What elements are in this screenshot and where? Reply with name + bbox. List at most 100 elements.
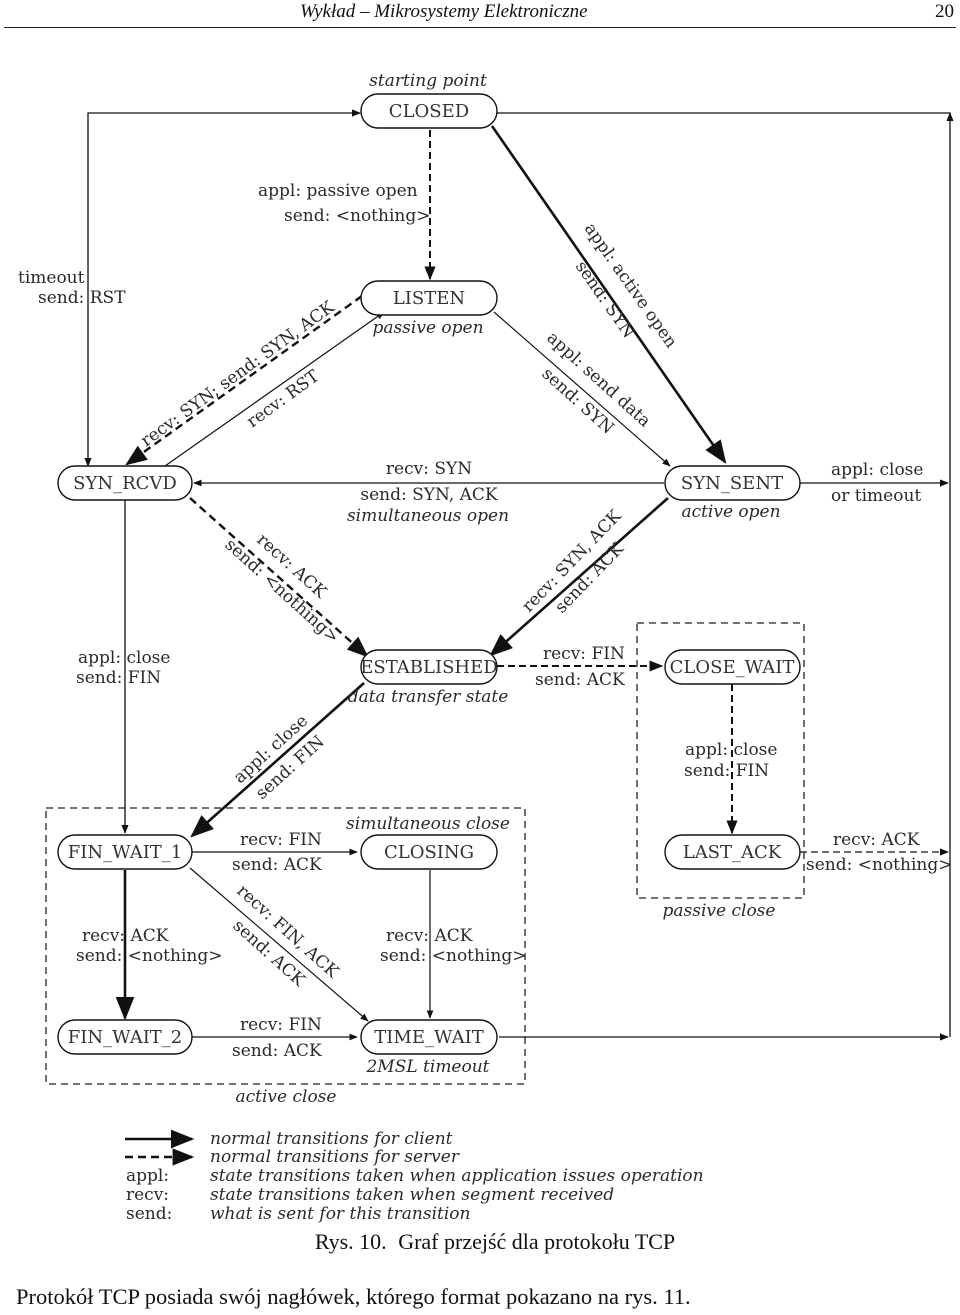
svg-text:send: <nothing>: send: <nothing> (380, 946, 526, 966)
svg-text:send: FIN: send: FIN (684, 761, 769, 781)
passive-close-region (636, 622, 805, 899)
legend-recv-key: recv: (126, 1185, 169, 1205)
legend-client-text: normal transitions for client (210, 1129, 453, 1149)
state-time-wait: TIME_WAIT (360, 1019, 498, 1055)
label-close-timeout: appl: close or timeout (831, 460, 923, 506)
state-close-wait: CLOSE_WAIT (664, 649, 801, 685)
state-listen: LISTEN (360, 280, 498, 316)
caption-text: Graf przejść dla protokołu TCP (398, 1229, 676, 1254)
svg-text:send: SYN, ACK: send: SYN, ACK (360, 485, 497, 505)
finwait1-timewait-arrow (189, 867, 369, 1022)
state-last-ack: LAST_ACK (664, 834, 801, 870)
svg-text:or timeout: or timeout (831, 486, 921, 506)
svg-text:recv: ACK: recv: ACK (82, 926, 169, 946)
listen-synrcvd-arrow (125, 295, 363, 466)
svg-text:recv: FIN: recv: FIN (240, 830, 322, 850)
svg-text:appl: close: appl: close (685, 740, 777, 760)
label-synrcvd-finwait1: appl: close send: FIN (76, 648, 170, 688)
svg-text:send: ACK: send: ACK (232, 1041, 322, 1061)
header-rule (4, 27, 956, 28)
state-label: CLOSED (389, 101, 469, 122)
state-label: CLOSE_WAIT (670, 657, 795, 678)
synrcvd-listen-arrow (164, 311, 385, 467)
label-synrcvd-rst: recv: RST (243, 366, 323, 432)
note-active-open: active open (681, 502, 780, 522)
label-lastack-closed: recv: ACK send: <nothing> (806, 830, 952, 875)
svg-text:recv: FIN: recv: FIN (240, 1015, 322, 1035)
svg-text:appl: close: appl: close (831, 460, 923, 480)
label-closewait-lastack: appl: close send: FIN (684, 740, 777, 781)
established-finwait1-arrow (190, 682, 365, 838)
label-finwait1-finwait2: recv: ACK send: <nothing> (76, 926, 222, 966)
svg-text:send: RST: send: RST (38, 288, 126, 308)
label-closed-listen: appl: passive open send: <nothing> (258, 181, 430, 226)
synrcvd-established-arrow (189, 497, 369, 658)
label-simultaneous-open: recv: SYN send: SYN, ACK (360, 459, 497, 505)
legend-server-text: normal transitions for server (210, 1147, 460, 1167)
body-paragraph: Protokół TCP posiada swój nagłówek, któr… (16, 1284, 691, 1309)
figure-caption: Rys. 10. Graf przejść dla protokołu TCP (0, 1229, 960, 1255)
state-closed: CLOSED (360, 93, 498, 129)
outer-timeout-lines (84, 109, 954, 1037)
synsent-established-arrow (489, 497, 669, 657)
caption-label: Rys. 10. (314, 1229, 387, 1254)
svg-text:recv: SYN: recv: SYN (386, 459, 472, 479)
label-send-data: appl: send data send: SYN (538, 328, 655, 439)
listen-synsent-arrow (493, 311, 671, 467)
legend-send-key: send: (126, 1204, 172, 1224)
label-synsent-established: recv: SYN, ACK send: ACK (518, 506, 628, 617)
tcp-state-diagram: CLOSED LISTEN SYN_RCVD SYN_SENT ESTABLIS… (18, 71, 954, 1224)
state-label: LAST_ACK (683, 842, 782, 863)
legend-recv-desc: state transitions taken when segment rec… (210, 1185, 614, 1205)
page-header: Wykład – Mikrosystemy Elektroniczne 20 (0, 0, 960, 30)
svg-text:send: ACK: send: ACK (232, 855, 322, 875)
svg-text:recv: ACK: recv: ACK (386, 926, 473, 946)
note-simultaneous-open: simultaneous open (347, 506, 509, 526)
state-label: LISTEN (393, 288, 465, 309)
note-passive-open: passive open (372, 318, 483, 338)
state-fin-wait-2: FIN_WAIT_2 (57, 1019, 193, 1055)
page-number: 20 (935, 1, 954, 22)
closed-synsent-arrow (490, 125, 727, 464)
state-syn-rcvd: SYN_RCVD (57, 465, 193, 501)
svg-text:send: <nothing>: send: <nothing> (76, 946, 222, 966)
state-label: SYN_SENT (681, 473, 783, 494)
label-synrcvd-established: recv: ACK send: <nothing> (221, 530, 343, 648)
state-closing: CLOSING (360, 834, 498, 870)
state-label: FIN_WAIT_1 (68, 842, 183, 863)
svg-text:send: <nothing>: send: <nothing> (806, 855, 952, 875)
label-active-open: appl: active open send: SYN (571, 219, 681, 351)
svg-text:send: <nothing>: send: <nothing> (284, 206, 430, 226)
note-starting-point: starting point (369, 71, 487, 91)
state-fin-wait-1: FIN_WAIT_1 (57, 834, 193, 870)
label-closing-timewait: recv: ACK send: <nothing> (380, 926, 526, 966)
svg-text:appl: close: appl: close (78, 648, 170, 668)
legend-appl-desc: state transitions taken when application… (210, 1166, 704, 1186)
label-finwait1-timewait: recv: FIN, ACK send: ACK (229, 881, 343, 991)
state-label: SYN_RCVD (73, 473, 177, 494)
svg-text:send: ACK: send: ACK (535, 670, 625, 690)
svg-text:send: FIN: send: FIN (76, 668, 161, 688)
note-passive-close: passive close (663, 901, 776, 921)
state-label: ESTABLISHED (360, 657, 497, 678)
note-data-transfer: data transfer state (348, 687, 509, 707)
state-label: FIN_WAIT_2 (68, 1027, 183, 1048)
header-title: Wykład – Mikrosystemy Elektroniczne (300, 1, 588, 22)
label-finwait2-timewait: recv: FIN send: ACK (232, 1015, 322, 1061)
svg-text:timeout: timeout (18, 268, 85, 288)
legend: normal transitions for client normal tra… (125, 1129, 704, 1224)
label-established-closewait: recv: FIN send: ACK (535, 644, 625, 690)
note-simultaneous-close: simultaneous close (346, 814, 510, 834)
active-close-region (45, 807, 526, 1085)
label-finwait1-closing: recv: FIN send: ACK (232, 830, 322, 875)
legend-send-desc: what is sent for this transition (210, 1204, 470, 1224)
legend-appl-key: appl: (126, 1166, 169, 1186)
svg-text:recv: FIN: recv: FIN (543, 644, 625, 664)
state-established: ESTABLISHED (360, 649, 498, 685)
state-label: CLOSING (384, 842, 474, 863)
label-timeout-rst: timeout send: RST (18, 268, 126, 308)
svg-text:recv: ACK: recv: ACK (833, 830, 920, 850)
svg-text:appl: passive open: appl: passive open (258, 181, 418, 201)
note-2msl: 2MSL timeout (365, 1057, 489, 1077)
state-label: TIME_WAIT (374, 1027, 483, 1048)
